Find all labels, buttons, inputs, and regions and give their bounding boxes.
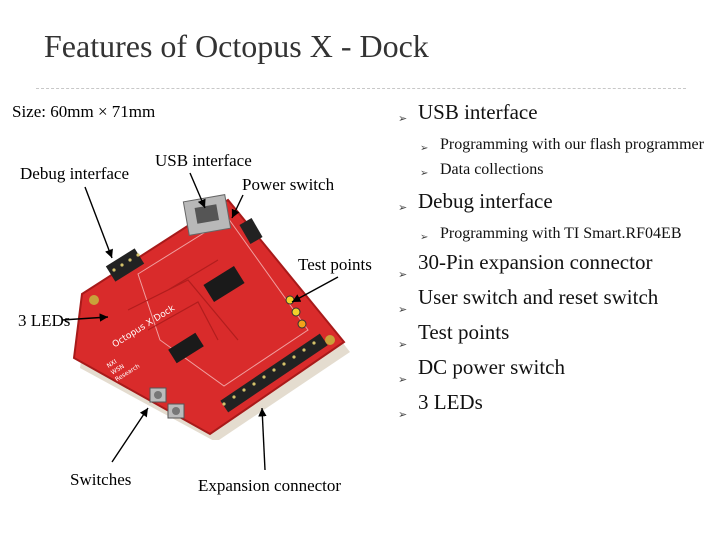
- title-divider: [36, 88, 686, 89]
- bullet-icon: ➢: [398, 408, 408, 421]
- feature-item-debug: ➢ Debug interface: [398, 189, 716, 214]
- arrow-usb: [189, 172, 206, 209]
- feature-subitem: ➢ Programming with TI Smart.RF04EB: [420, 224, 716, 243]
- bullet-icon: ➢: [398, 268, 408, 281]
- callout-usb-interface: USB interface: [155, 151, 252, 170]
- feature-item-test-points: ➢ Test points: [398, 315, 716, 351]
- arrow-debug: [84, 186, 113, 259]
- silk-line-1: NXI: [106, 358, 119, 370]
- page-title: Features of Octopus X - Dock: [44, 28, 429, 64]
- size-label: Size: 60mm × 71mm: [12, 102, 156, 121]
- arrow-leds: [61, 313, 109, 322]
- feature-subitem: ➢ Programming with our flash programmer: [420, 135, 716, 154]
- callout-test-points: Test points: [298, 255, 372, 274]
- feature-item-dc-power: ➢ DC power switch: [398, 350, 716, 386]
- arrow-power: [231, 194, 244, 219]
- callout-debug-interface: Debug interface: [20, 164, 130, 183]
- arrow-test-points: [291, 276, 339, 303]
- expansion-connector-part: [220, 333, 328, 413]
- bullet-icon: ➢: [420, 143, 429, 154]
- debug-header-part: [105, 248, 145, 282]
- bullet-icon: ➢: [398, 201, 408, 214]
- chip-part: [203, 265, 245, 303]
- feature-list: ➢ USB interface ➢ Programming with our f…: [398, 100, 716, 421]
- board-photo: Octopus X Dock NXI WSN Research: [72, 194, 350, 440]
- feature-item-leds: ➢ 3 LEDs: [398, 385, 716, 421]
- callout-switches: Switches: [70, 470, 132, 489]
- power-switch-part: [239, 217, 263, 245]
- bullet-icon: ➢: [398, 338, 408, 351]
- callout-power-switch: Power switch: [242, 175, 335, 194]
- feature-item-usb: ➢ USB interface: [398, 100, 716, 125]
- feature-item-switches: ➢ User switch and reset switch: [398, 280, 716, 316]
- callout-leds: 3 LEDs: [18, 311, 71, 330]
- arrow-expansion: [258, 407, 267, 471]
- feature-subitem: ➢ Data collections: [420, 160, 716, 179]
- bullet-icon: ➢: [398, 373, 408, 386]
- feature-item-expansion: ➢ 30-Pin expansion connector: [398, 245, 716, 281]
- arrow-switches: [111, 407, 149, 463]
- bullet-icon: ➢: [398, 303, 408, 316]
- tactile-switch-part: [149, 387, 185, 419]
- bullet-icon: ➢: [420, 232, 429, 243]
- callout-expansion-connector: Expansion connector: [198, 476, 342, 495]
- bullet-icon: ➢: [420, 168, 429, 179]
- bullet-icon: ➢: [398, 112, 408, 125]
